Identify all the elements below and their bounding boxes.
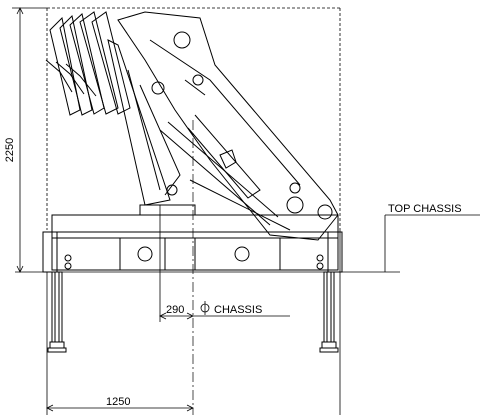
height-dimension-value: 2250 [4, 138, 16, 162]
hydraulic-cylinder [159, 121, 291, 231]
height-dimension [12, 7, 47, 273]
offset-dimension [159, 205, 290, 322]
envelope-outline [46, 7, 341, 230]
top-chassis-label: TOP CHASSIS [388, 203, 462, 215]
top-chassis-line [15, 214, 480, 273]
offset-dimension-value: 290 [166, 304, 184, 316]
crane-column [107, 39, 181, 206]
width-dimension-value: 1250 [106, 396, 130, 408]
main-boom [117, 11, 339, 241]
width-dimension [46, 272, 194, 415]
centerline-symbol [200, 301, 210, 315]
centerline-label: CHASSIS [214, 304, 262, 316]
left-stabilizer [42, 231, 72, 353]
extension-arms [45, 11, 131, 116]
right-stabilizer [316, 231, 343, 353]
